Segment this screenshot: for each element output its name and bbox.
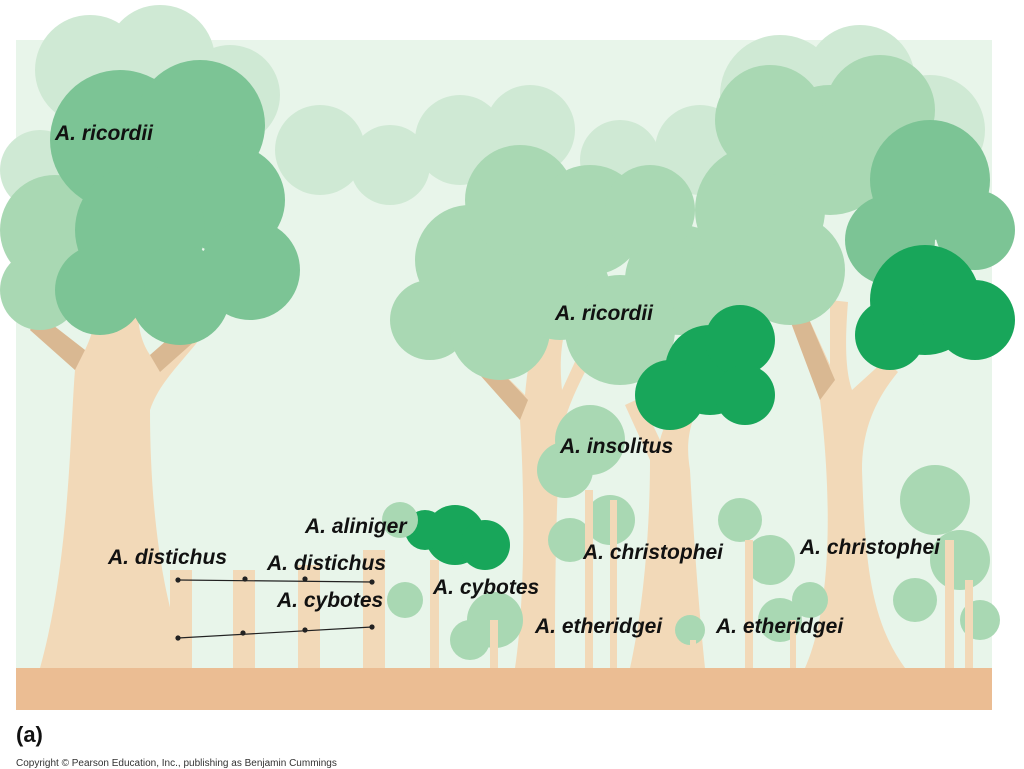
label-christophei-right: A. christophei bbox=[799, 536, 941, 559]
right-tree-foliage bbox=[670, 55, 1015, 340]
fence-wires bbox=[175, 576, 375, 641]
label-ricordii-center: A. ricordii bbox=[554, 302, 654, 325]
copyright-notice: Copyright © Pearson Education, Inc., pub… bbox=[16, 758, 337, 769]
fence-posts bbox=[170, 550, 385, 668]
understory-trunks bbox=[430, 490, 973, 668]
label-cybotes-center: A. cybotes bbox=[432, 576, 539, 599]
ground bbox=[16, 668, 992, 710]
label-etheridgei-right: A. etheridgei bbox=[715, 615, 844, 638]
left-tree-foliage bbox=[0, 60, 300, 345]
label-aliniger: A. aliniger bbox=[304, 515, 408, 538]
right-center-tree-trunk bbox=[625, 385, 705, 668]
label-cybotes-left: A. cybotes bbox=[276, 589, 383, 612]
label-christophei-center: A. christophei bbox=[582, 541, 724, 564]
label-ricordii-left: A. ricordii bbox=[54, 122, 154, 145]
label-distichus-right: A. distichus bbox=[266, 552, 386, 575]
label-etheridgei-left: A. etheridgei bbox=[534, 615, 663, 638]
label-distichus-left: A. distichus bbox=[107, 546, 227, 569]
label-insolitus: A. insolitus bbox=[559, 435, 673, 458]
dark-foliage bbox=[405, 245, 1015, 570]
understory-shrubs bbox=[382, 405, 1000, 660]
right-tree-trunk bbox=[790, 300, 905, 668]
panel-label: (a) bbox=[16, 722, 43, 747]
